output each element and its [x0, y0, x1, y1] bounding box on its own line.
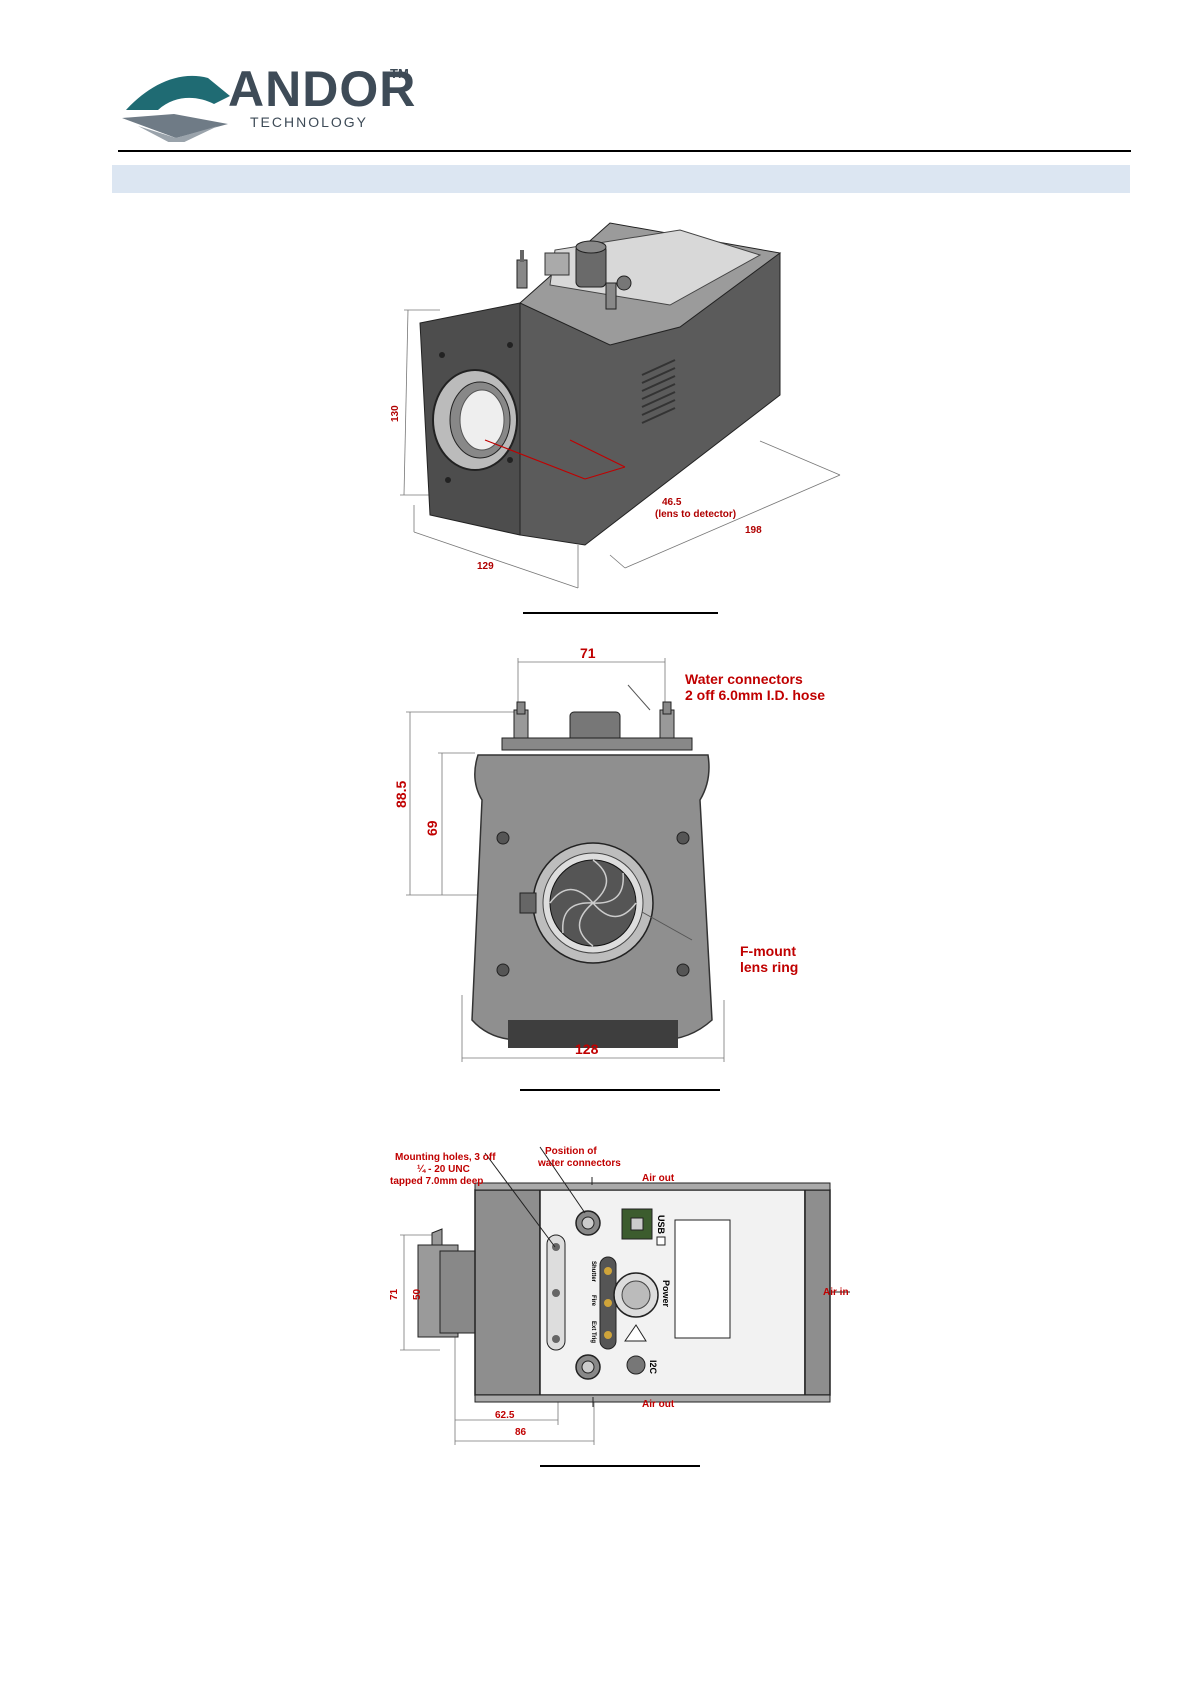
- dim-left-69: 69: [424, 820, 440, 836]
- i2c-connector: [627, 1356, 645, 1374]
- label-i2c: I2C: [648, 1360, 658, 1375]
- label-power: Power: [661, 1280, 671, 1308]
- section-banner: [112, 165, 1130, 193]
- label-water-position-1: Position of: [545, 1146, 597, 1157]
- body-rear-section: [475, 1190, 540, 1395]
- logo-wordmark: ANDOR: [228, 64, 416, 114]
- label-water-position-2: water connectors: [537, 1158, 621, 1169]
- header-rule: [118, 150, 1131, 152]
- figure-front-view: 71 88.5 69 128 Water connectors 2 off 6.…: [390, 640, 850, 1075]
- label-water-connectors: Water connectors: [685, 671, 803, 687]
- figure-isometric-view: 130 129 198 46.5 (lens to detector): [380, 215, 860, 595]
- label-air-out-bottom: Air out: [642, 1399, 675, 1410]
- dim-50: 50: [412, 1288, 423, 1300]
- andor-logo-mark: [118, 66, 236, 142]
- dim-height-130: 130: [390, 405, 401, 422]
- caption-line-1: [523, 612, 718, 614]
- figure-top-view: Mounting holes, 3 off ¼ - 20 UNC tapped …: [380, 1135, 860, 1455]
- dim-62-5: 62.5: [495, 1410, 515, 1421]
- caption-line-2: [520, 1089, 720, 1091]
- label-mount-holes-2: ¼ - 20 UNC: [417, 1164, 470, 1175]
- dim-width-129: 129: [477, 561, 494, 572]
- label-shutter: Shutter: [590, 1261, 596, 1283]
- dim-left-88-5: 88.5: [393, 781, 409, 808]
- logo-trademark: TM: [390, 66, 409, 81]
- label-air-in: Air in: [823, 1287, 849, 1298]
- dim-71: 71: [389, 1288, 400, 1300]
- label-lens-ring: lens ring: [740, 959, 798, 975]
- dim-bottom-128: 128: [575, 1041, 599, 1057]
- label-mount-holes-3: tapped 7.0mm deep: [390, 1176, 483, 1187]
- label-ext-trig: Ext Trig: [590, 1321, 596, 1343]
- caption-line-3: [540, 1465, 700, 1467]
- dim-lens-value: 46.5: [662, 497, 682, 508]
- label-f-mount: F-mount: [740, 943, 796, 959]
- label-mount-holes-1: Mounting holes, 3 off: [395, 1152, 496, 1163]
- label-water-hose: 2 off 6.0mm I.D. hose: [685, 687, 825, 703]
- dim-length-198: 198: [745, 525, 762, 536]
- label-usb: USB: [656, 1215, 666, 1235]
- label-fire: Fire: [590, 1295, 596, 1307]
- label-air-out-top: Air out: [642, 1173, 675, 1184]
- logo-subtitle: TECHNOLOGY: [250, 114, 368, 130]
- dim-86: 86: [515, 1427, 527, 1438]
- dim-lens-note: (lens to detector): [655, 509, 736, 520]
- dim-top-71: 71: [580, 645, 596, 661]
